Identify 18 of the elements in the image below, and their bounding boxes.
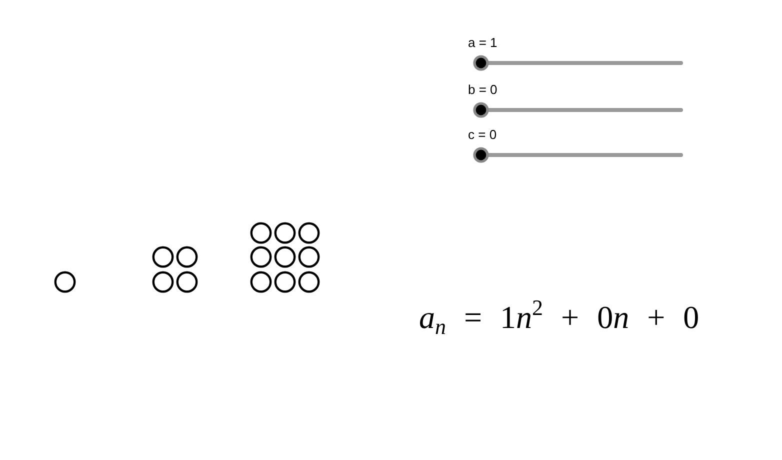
circle-shape (274, 246, 296, 268)
circle-shape (152, 246, 174, 268)
circle-shape (274, 271, 296, 293)
circle-shape (274, 222, 296, 244)
circle-shape (298, 246, 320, 268)
circle-shape (298, 222, 320, 244)
slider-label: a = 1 (468, 35, 498, 50)
circle-shape (250, 246, 272, 268)
circle-shape (54, 271, 76, 293)
sequence-formula: a$_{n}$ = 1n$^{2}$ + 0n + 0 (419, 297, 700, 337)
circle-shape (298, 271, 320, 293)
circle-shape (250, 271, 272, 293)
slider-label: c = 0 (468, 127, 497, 142)
slider-label: b = 0 (468, 82, 498, 97)
circle-shape (250, 222, 272, 244)
circle-shape (176, 271, 198, 293)
circle-shape (152, 271, 174, 293)
circle-shape (176, 246, 198, 268)
